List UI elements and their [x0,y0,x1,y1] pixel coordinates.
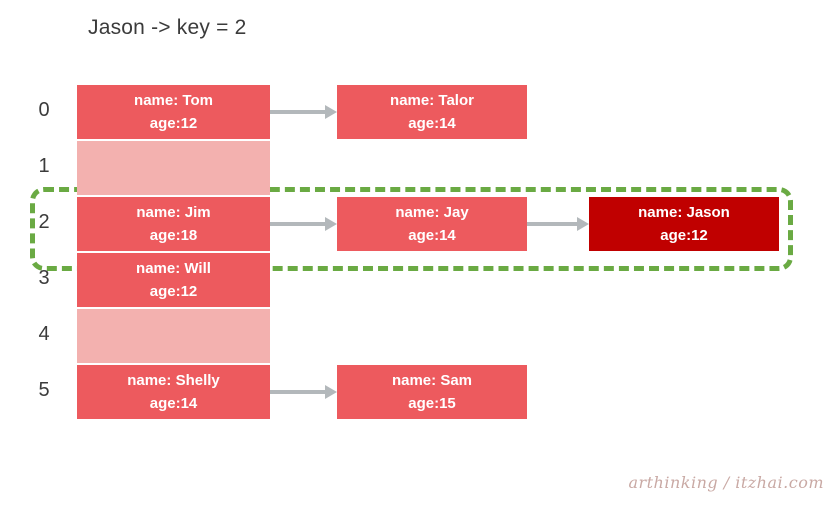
node-name-line: name: Shelly [127,371,220,389]
chain-arrow [270,105,337,119]
node-name-line: name: Tom [134,91,213,109]
node-box: name: Shelly age:14 [77,365,270,419]
node-box: name: Will age:12 [77,253,270,307]
bucket-index-label: 5 [38,379,50,401]
node-age-line: age:12 [149,115,198,132]
node-age-line: age:12 [660,227,708,244]
node-age-line: age:12 [149,283,198,300]
bucket-index-label: 3 [38,267,50,289]
node-name-line: name: Jason [638,203,730,221]
arrow-head-icon [325,385,337,399]
arrow-shaft [270,110,325,114]
node-name-line: name: Jay [395,203,469,221]
watermark: arthinking / itzhai.com [628,473,824,492]
bucket-index-label: 2 [38,211,50,233]
node-name-line: name: Will [136,259,211,277]
diagram-title: Jason -> key = 2 [88,16,247,39]
node-box: name: Jay age:14 [337,197,527,251]
bucket-slot-empty [77,141,270,195]
highlight-box-bucket-2 [30,187,793,271]
node-box: name: Sam age:15 [337,365,527,419]
node-name-line: name: Sam [391,371,473,389]
node-box-target: name: Jason age:12 [589,197,779,251]
node-age-line: age:14 [149,395,198,412]
bucket-index-label: 4 [38,323,50,345]
arrow-head-icon [325,105,337,119]
chain-arrow [270,385,337,399]
bucket-slot-empty [77,309,270,363]
node-age-line: age:14 [408,115,456,132]
bucket-index-label: 0 [38,99,50,121]
node-name-line: name: Talor [390,91,474,109]
node-name-line: name: Jim [136,203,211,221]
node-age-line: age:14 [408,227,456,244]
node-age-line: age:15 [408,395,456,412]
bucket-index-label: 1 [38,155,50,177]
node-box: name: Talor age:14 [337,85,527,139]
node-age-line: age:18 [149,227,198,244]
arrow-shaft [270,390,325,394]
node-box: name: Jim age:18 [77,197,270,251]
node-box: name: Tom age:12 [77,85,270,139]
